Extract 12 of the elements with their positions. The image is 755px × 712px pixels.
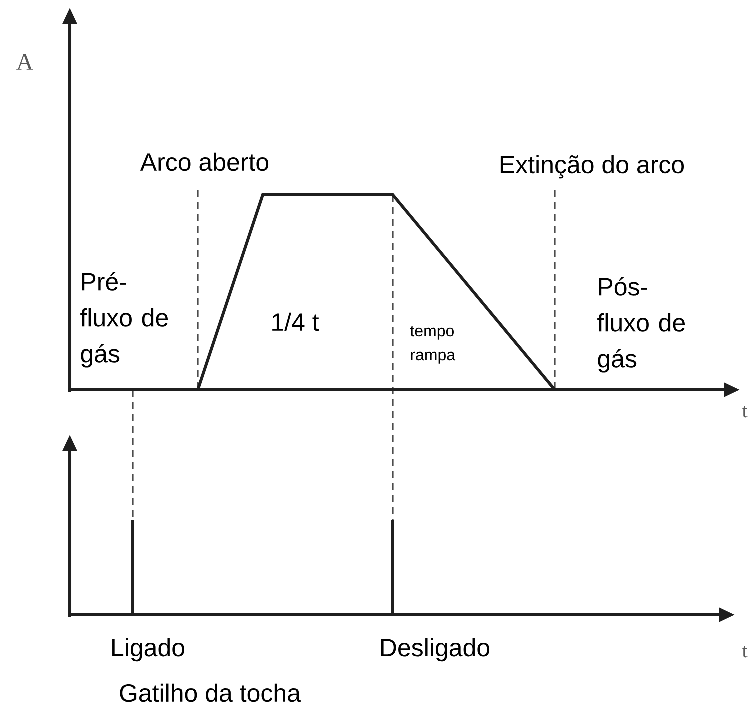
axis-title: Gatilho da tocha (120, 684, 301, 702)
trigger-label: Desligado (381, 638, 490, 662)
axis-label: t (742, 646, 748, 658)
annotation: Extinção do arco (500, 155, 684, 179)
phase-label: 1/4 t (272, 312, 320, 332)
axis-label: A (16, 54, 34, 70)
axis-label: t (742, 406, 748, 418)
phase-label: Pré- fluxo de gás (80, 272, 168, 368)
phase-label: Pós- fluxo de gás (598, 277, 686, 373)
phase-label: tempo rampa (410, 326, 456, 364)
trigger-label: Ligado (112, 638, 184, 662)
annotation: Arco aberto (140, 152, 269, 172)
